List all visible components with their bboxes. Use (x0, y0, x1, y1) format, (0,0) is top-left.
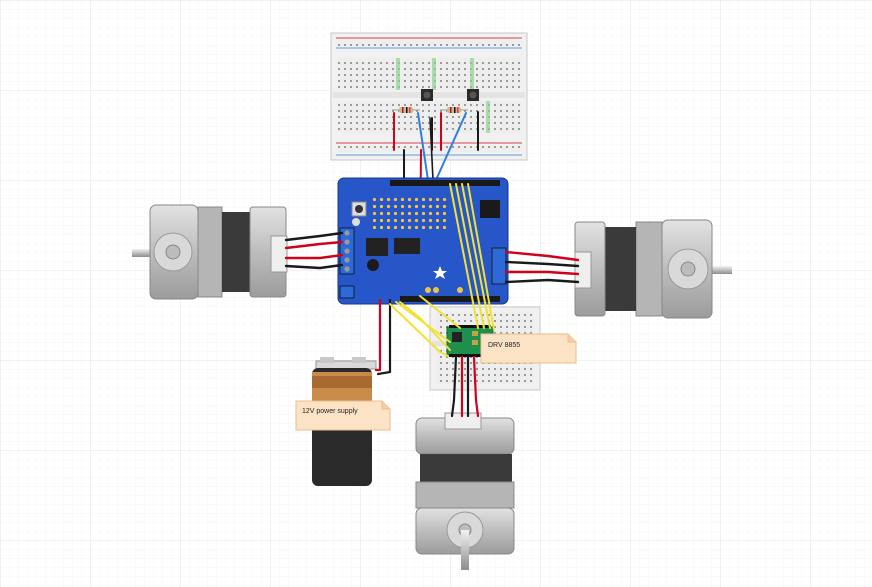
motor-shield[interactable] (337, 177, 509, 305)
note-driver-text: DRV 8855 (488, 342, 520, 349)
note-power-text: 12V power supply (302, 408, 358, 415)
stepper-motor-bottom[interactable] (415, 412, 515, 570)
note-driver[interactable]: DRV 8855 (480, 333, 577, 364)
pushbutton-2[interactable] (467, 89, 479, 101)
stepper-motor-left[interactable] (132, 204, 288, 300)
resistor-2[interactable] (440, 107, 468, 113)
pushbutton-1[interactable] (421, 89, 433, 101)
note-power[interactable]: 12V power supply (295, 400, 391, 431)
stepper-motor-right[interactable] (574, 219, 732, 319)
wires (284, 183, 580, 418)
resistor-1[interactable] (392, 107, 420, 113)
